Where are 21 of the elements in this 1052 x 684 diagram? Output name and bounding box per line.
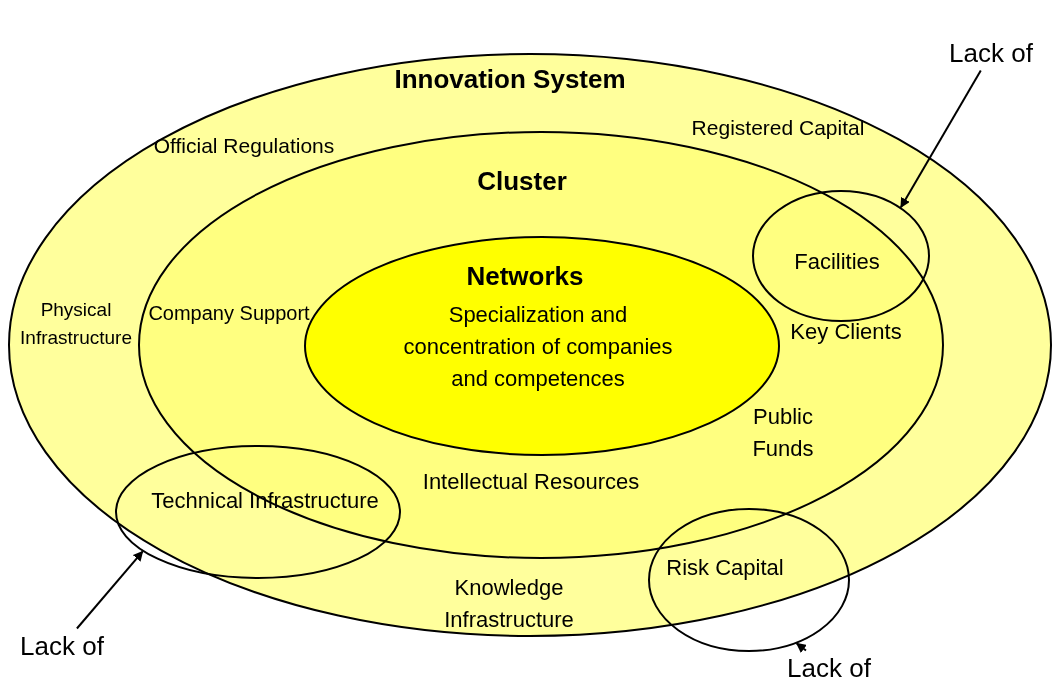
arrow <box>899 69 982 209</box>
region-title: Networks <box>465 260 585 294</box>
circle-outline <box>648 508 850 652</box>
annotation-text: Lack of <box>20 630 104 662</box>
region-label: Public Funds <box>751 403 815 463</box>
region-title: Cluster <box>476 165 568 199</box>
region-title: Innovation System <box>393 63 627 97</box>
region-label: Risk Capital <box>665 554 785 583</box>
region-label: Facilities <box>793 248 881 277</box>
arrow <box>75 550 144 630</box>
region-label: Knowledge Infrastructure <box>443 574 575 634</box>
region-label: Intellectual Resources <box>421 468 641 497</box>
region-label: Specialization and concentration of companies and competences <box>403 301 673 393</box>
region-label: Key Clients <box>789 318 903 347</box>
arrow <box>795 642 807 653</box>
region-label: Physical Infrastructure <box>19 298 133 350</box>
region-label: Company Support <box>147 300 311 326</box>
annotation-text: Lack of <box>787 652 871 684</box>
region-label: Registered Capital <box>690 114 866 141</box>
region-label: Official Regulations <box>152 132 336 159</box>
annotation-text: Lack of <box>949 37 1033 69</box>
